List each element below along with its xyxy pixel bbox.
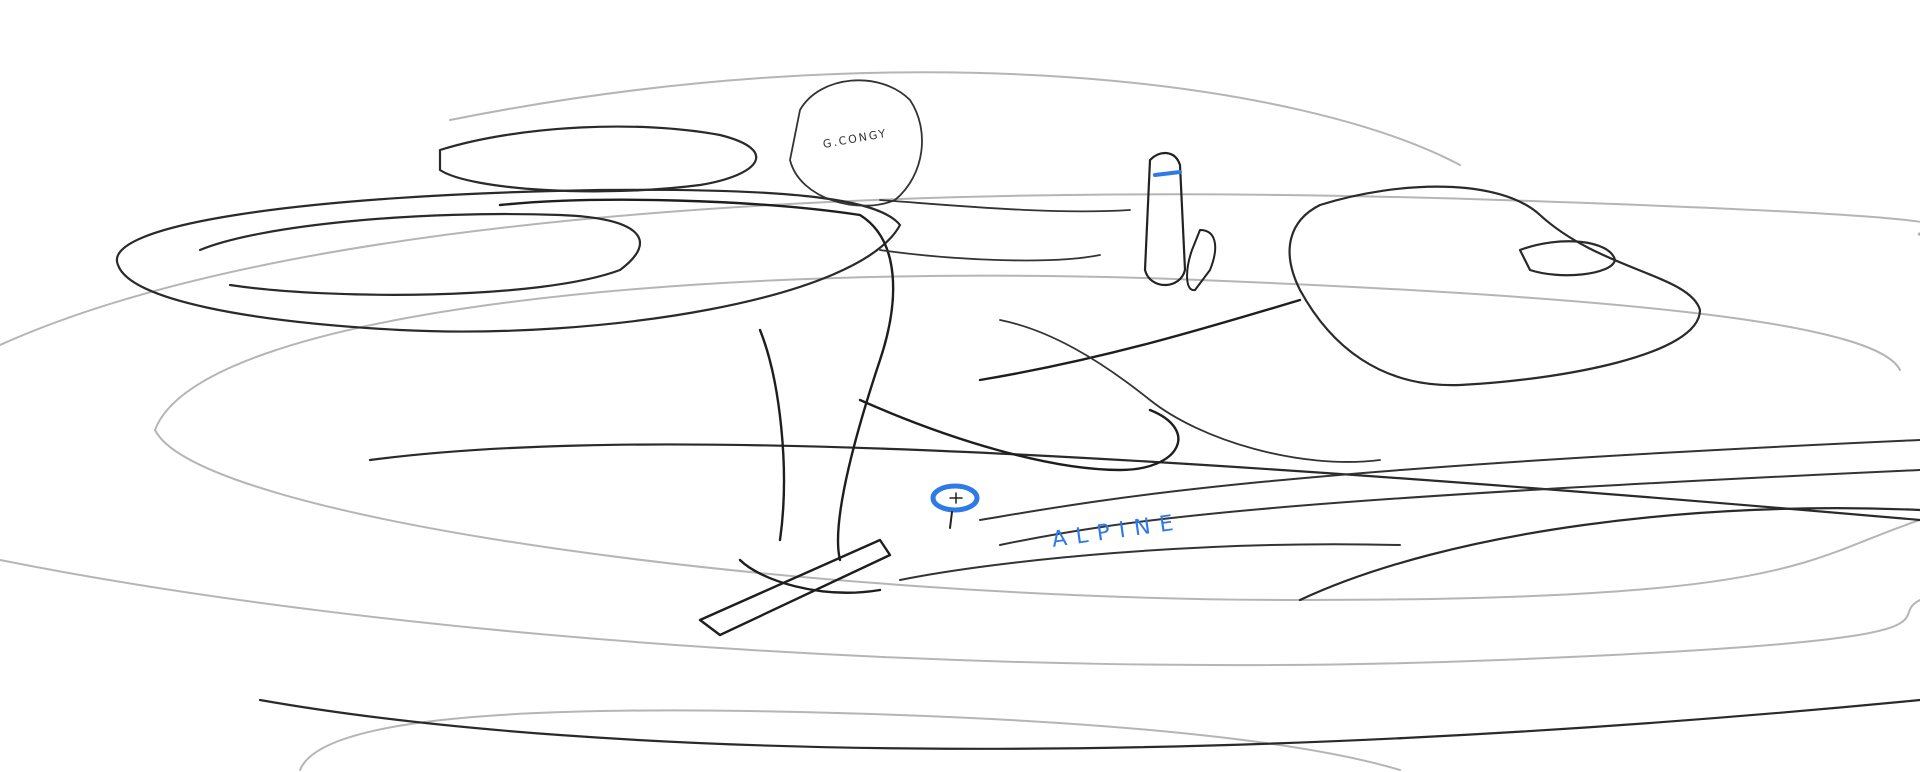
steering-wheel — [1143, 152, 1217, 292]
body-contours — [115, 125, 1920, 750]
construction-lines — [0, 71, 1920, 771]
center-console — [899, 439, 1920, 581]
driver-figure — [789, 79, 1381, 463]
seat-frame — [498, 198, 1302, 637]
gear-selector-knob — [930, 483, 980, 529]
